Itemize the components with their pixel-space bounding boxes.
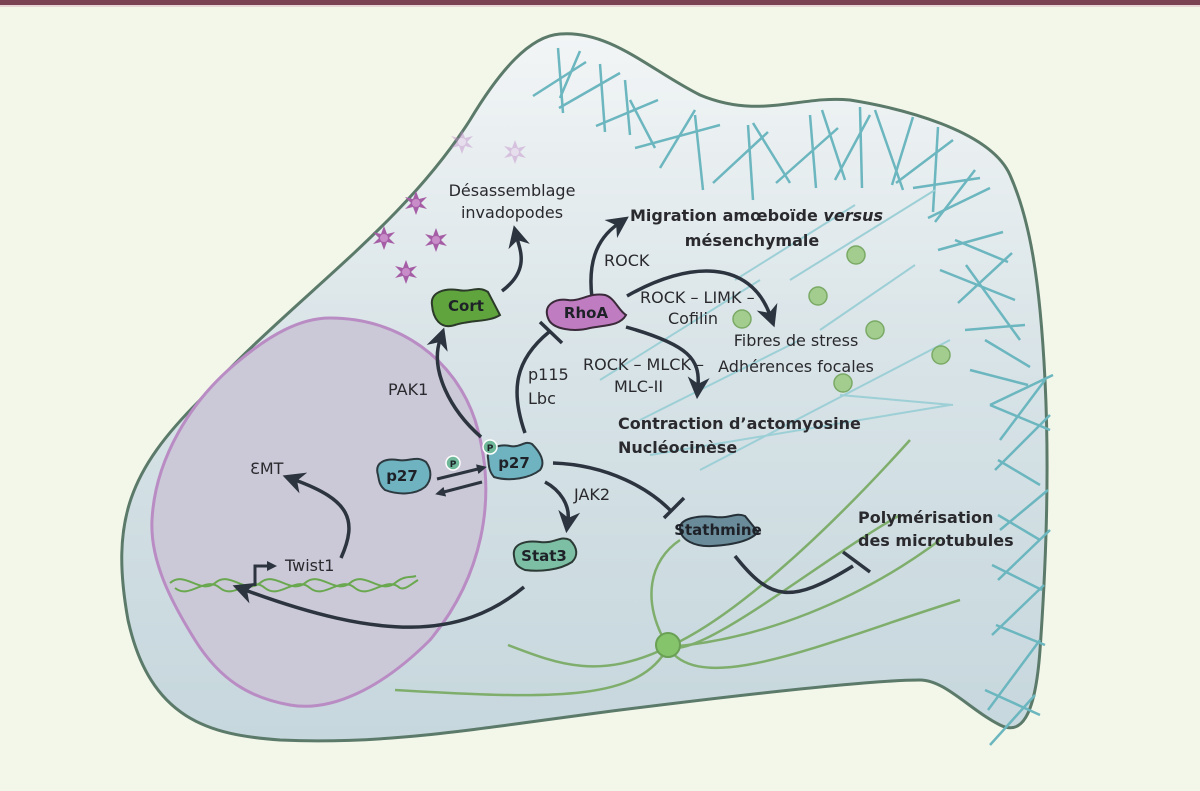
- label-migration: Migration amœboïde versus: [630, 206, 883, 225]
- label-rock: ROCK: [604, 251, 650, 270]
- protein-label: Stat3: [521, 547, 567, 565]
- label-adherences: Adhérences focales: [718, 357, 874, 376]
- arrow-rhoa-migration: [589, 216, 629, 299]
- label-desassemblage: Désassemblage: [449, 181, 576, 200]
- arrow-rhoa-fibres: [626, 269, 778, 328]
- arrow-p27-dephospho: [435, 480, 483, 497]
- dna-strand: [169, 575, 419, 593]
- protein-cort[interactable]: Cort: [430, 288, 502, 328]
- protein-label: RhoA: [564, 304, 609, 322]
- svg-text:P: P: [487, 444, 494, 454]
- arrow-stat3-nucleus: [232, 582, 526, 629]
- label-emt: ƐMT: [250, 459, 284, 478]
- arrow-rhoa-contraction: [625, 325, 710, 400]
- inhibit-bar-rhoa: [538, 320, 564, 345]
- label-microtubules: des microtubules: [858, 531, 1014, 550]
- protein-p27[interactable]: p27: [376, 457, 432, 495]
- centrosome: [655, 632, 681, 658]
- arrow-p27-cort: [426, 327, 483, 439]
- label-p115: p115: [528, 365, 569, 384]
- label-contraction: Contraction d’actomyosine: [618, 414, 861, 433]
- label-polymerisation: Polymérisation: [858, 508, 993, 527]
- protein-stat3[interactable]: Stat3: [512, 537, 578, 572]
- protein-label: p27: [498, 454, 530, 472]
- label-nucleocinese: Nucléocinèse: [618, 438, 737, 457]
- stress-fibers: [599, 189, 954, 471]
- arrow-p27-phospho: [436, 464, 487, 481]
- label-twist1: Twist1: [284, 556, 334, 575]
- nucleus: [150, 316, 488, 708]
- protein-label: Stathmine: [674, 521, 762, 539]
- label-mesenchymale: mésenchymale: [685, 231, 820, 250]
- inhibit-bar-stathmine: [662, 496, 686, 520]
- protein-label: p27: [386, 467, 418, 485]
- invadopodia-stars: [373, 130, 526, 284]
- label-jak2: JAK2: [573, 485, 610, 504]
- protein-stathmine[interactable]: Stathmine: [674, 513, 762, 548]
- label-pak1: PAK1: [388, 380, 428, 399]
- phospho-badge: P: [482, 439, 498, 455]
- inhibit-stathmine-polymerisation: [733, 554, 854, 595]
- arrow-cort-desassemblage: [500, 225, 530, 293]
- label-rock-mlck: ROCK – MLCK –: [583, 355, 704, 374]
- svg-text:P: P: [450, 460, 457, 470]
- microtubules: [394, 439, 961, 697]
- arrow-twist-emt: [282, 472, 351, 559]
- focal-adhesions: [732, 245, 951, 393]
- pathway-arrows: [232, 216, 872, 629]
- promoter-arrow: [253, 561, 277, 586]
- phospho-badge: P: [445, 455, 461, 471]
- arrow-p27-stat3: [544, 480, 581, 534]
- label-fibres: Fibres de stress: [734, 331, 859, 350]
- label-invadopodes: invadopodes: [461, 203, 563, 222]
- inhibit-p27-stathmine: [552, 461, 672, 512]
- actin-filaments: [532, 47, 1054, 746]
- protein-p27-phospho[interactable]: p27: [486, 441, 544, 481]
- inhibit-bar-polymerisation: [841, 550, 872, 574]
- label-mlc-ii: MLC-II: [614, 377, 663, 396]
- protein-label: Cort: [448, 297, 484, 315]
- label-cofilin: Cofilin: [668, 309, 718, 328]
- top-bar: [0, 0, 1200, 7]
- protein-rhoa[interactable]: RhoA: [545, 293, 628, 331]
- label-rock-limk: ROCK – LIMK –: [640, 288, 755, 307]
- label-lbc: Lbc: [528, 389, 556, 408]
- inhibit-p27-rhoa: [515, 330, 551, 434]
